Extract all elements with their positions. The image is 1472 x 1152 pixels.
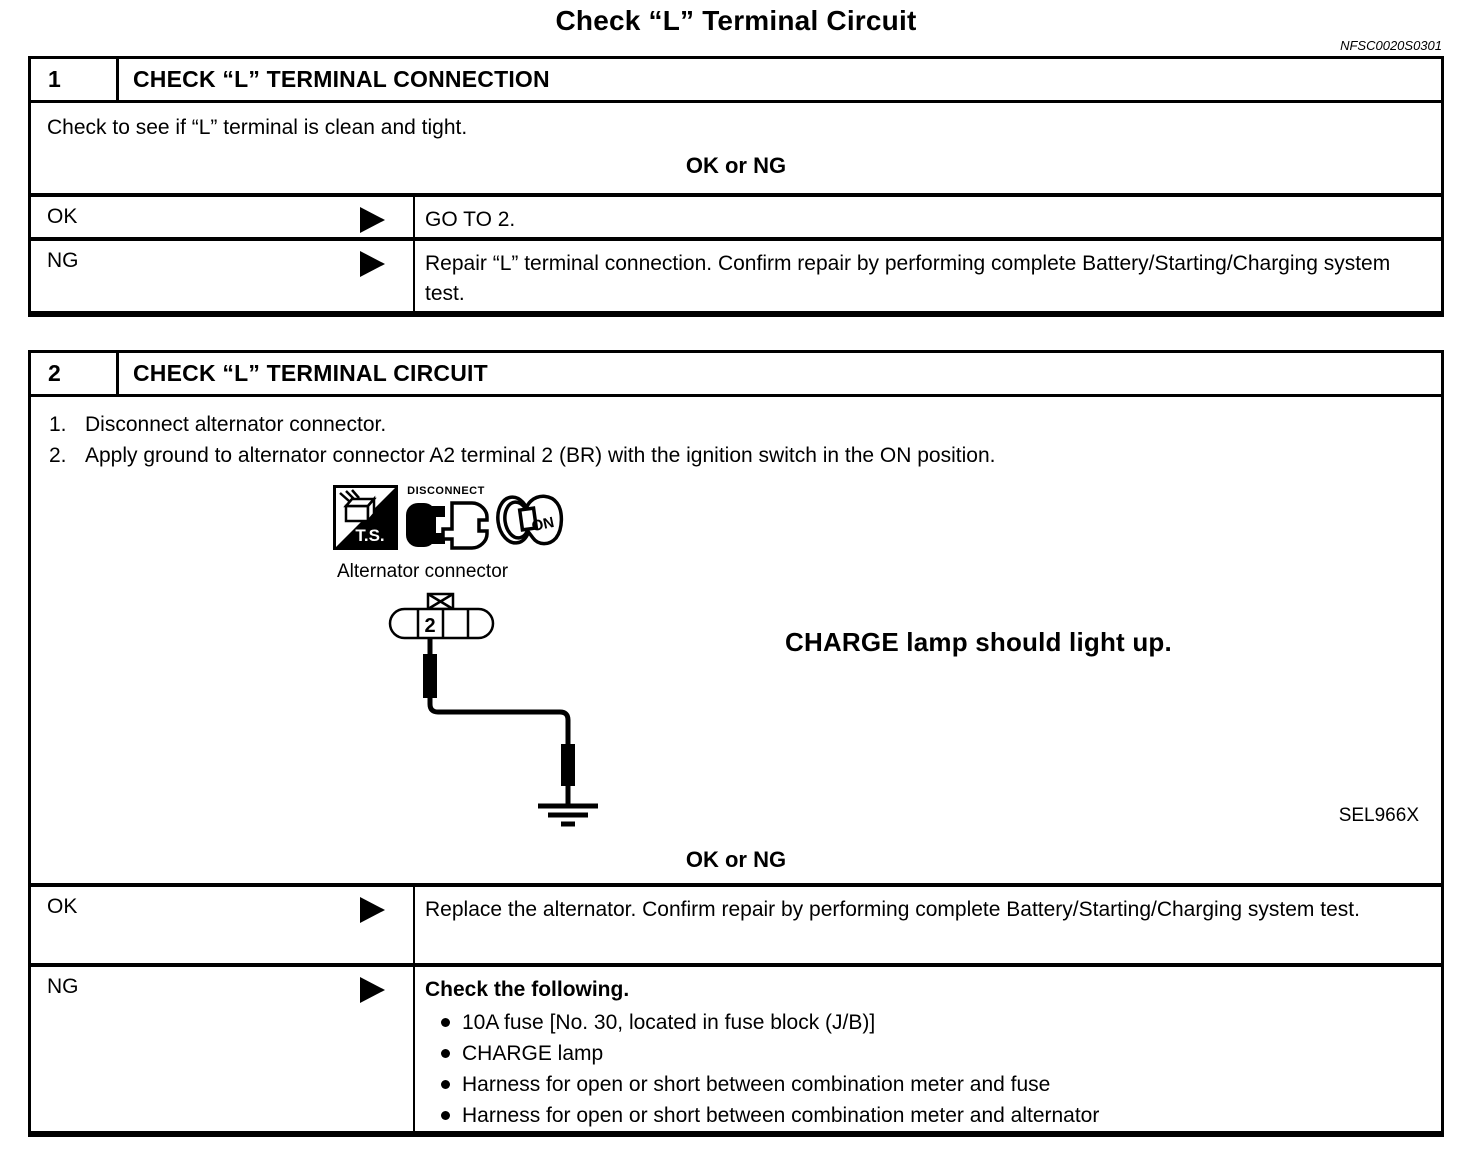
- arrow-right-icon: [360, 977, 385, 1003]
- step-1-ok-cell: OK: [31, 197, 415, 237]
- check-item-text: Harness for open or short between combin…: [462, 1073, 1051, 1096]
- step-2-header: 2 CHECK “L” TERMINAL CIRCUIT: [31, 353, 1441, 397]
- disconnect-icon-label: DISCONNECT: [407, 485, 485, 497]
- ground-symbol: [538, 803, 598, 827]
- alternator-connector-diagram: 2: [388, 592, 598, 827]
- step-2-ng-cell: NG: [31, 967, 415, 1131]
- check-list-item: CHARGE lamp: [425, 1038, 1421, 1069]
- arrow-right-icon: [360, 251, 385, 277]
- step-1-ng-cell: NG: [31, 241, 415, 311]
- step-1-ok-action: GO TO 2.: [425, 208, 516, 231]
- disconnect-icon-block: DISCONNECT: [402, 485, 490, 558]
- step-2-title: CHECK “L” TERMINAL CIRCUIT: [133, 360, 488, 386]
- step-2-body: 1. Disconnect alternator connector. 2. A…: [31, 397, 1441, 883]
- check-list-item: 10A fuse [No. 30, located in fuse block …: [425, 1007, 1421, 1038]
- procedure-step-1-table: 1 CHECK “L” TERMINAL CONNECTION Check to…: [28, 56, 1444, 317]
- step-1-ng-label: NG: [47, 249, 79, 272]
- bullet-icon: [441, 1049, 450, 1058]
- ts-tester-icon: T.S.: [333, 485, 398, 550]
- step-1-ng-row: NG Repair “L” terminal connection. Confi…: [31, 237, 1441, 311]
- step-1-number: 1: [31, 59, 119, 100]
- figure-code: SEL966X: [1338, 805, 1419, 826]
- step-1-ok-row: OK GO TO 2.: [31, 193, 1441, 237]
- instruction-text: Apply ground to alternator connector A2 …: [85, 444, 996, 467]
- check-item-text: 10A fuse [No. 30, located in fuse block …: [462, 1011, 876, 1034]
- step-1-ok-label: OK: [47, 205, 78, 228]
- disconnect-connector-icon: [406, 501, 489, 550]
- bullet-icon: [441, 1018, 450, 1027]
- svg-text:ON: ON: [530, 514, 556, 535]
- bullet-icon: [441, 1080, 450, 1089]
- step-2-ng-label: NG: [47, 975, 79, 998]
- bullet-icon: [441, 1111, 450, 1120]
- check-list-item: Harness for open or short between combin…: [425, 1069, 1421, 1100]
- step-1-ng-action: Repair “L” terminal connection. Confirm …: [425, 252, 1391, 305]
- arrow-right-icon: [360, 207, 385, 233]
- instruction-number: 2.: [49, 444, 67, 467]
- check-list: 10A fuse [No. 30, located in fuse block …: [425, 1007, 1421, 1131]
- check-item-text: CHARGE lamp: [462, 1042, 604, 1065]
- instruction-number: 1.: [49, 413, 67, 436]
- step-2-ok-row: OK Replace the alternator. Confirm repai…: [31, 883, 1441, 963]
- step-1-header: 1 CHECK “L” TERMINAL CONNECTION: [31, 59, 1441, 103]
- instruction-text: Disconnect alternator connector.: [85, 413, 387, 436]
- step-2-ng-action: Check the following. 10A fuse [No. 30, l…: [415, 967, 1441, 1131]
- step-1-title: CHECK “L” TERMINAL CONNECTION: [133, 66, 550, 92]
- step-2-ok-label: OK: [47, 895, 78, 918]
- connector-caption: Alternator connector: [337, 561, 509, 582]
- step-1-instruction: Check to see if “L” terminal is clean an…: [47, 116, 468, 139]
- page-title: Check “L” Terminal Circuit: [555, 5, 917, 36]
- figure-icons-row: T.S. DISCONNECT: [333, 485, 565, 563]
- instruction-line: 1. Disconnect alternator connector.: [49, 409, 1441, 440]
- doc-code: NFSC0020S0301: [1340, 38, 1442, 53]
- instruction-line: 2. Apply ground to alternator connector …: [49, 440, 1441, 471]
- check-list-item: Harness for open or short between combin…: [425, 1100, 1421, 1131]
- step-2-ng-row: NG Check the following. 10A fuse [No. 30…: [31, 963, 1441, 1131]
- step-2-ok-cell: OK: [31, 887, 415, 963]
- step-1-body: Check to see if “L” terminal is clean an…: [31, 103, 1441, 193]
- procedure-step-2-table: 2 CHECK “L” TERMINAL CIRCUIT 1. Disconne…: [28, 350, 1444, 1137]
- step-2-ok-action: Replace the alternator. Confirm repair b…: [425, 898, 1360, 921]
- check-item-text: Harness for open or short between combin…: [462, 1104, 1100, 1127]
- ignition-on-icon-block: ON: [493, 485, 565, 563]
- check-following-heading: Check the following.: [425, 978, 630, 1001]
- arrow-right-icon: [360, 897, 385, 923]
- ignition-on-icon: ON: [496, 494, 564, 546]
- svg-text:T.S.: T.S.: [355, 526, 384, 545]
- step-2-number: 2: [31, 353, 119, 394]
- step-2-instructions: 1. Disconnect alternator connector. 2. A…: [31, 397, 1441, 471]
- terminal-number: 2: [424, 615, 435, 637]
- charge-lamp-callout: CHARGE lamp should light up.: [785, 627, 1172, 657]
- step-2-decision-label: OK or NG: [685, 847, 787, 872]
- step-1-decision-label: OK or NG: [685, 153, 787, 178]
